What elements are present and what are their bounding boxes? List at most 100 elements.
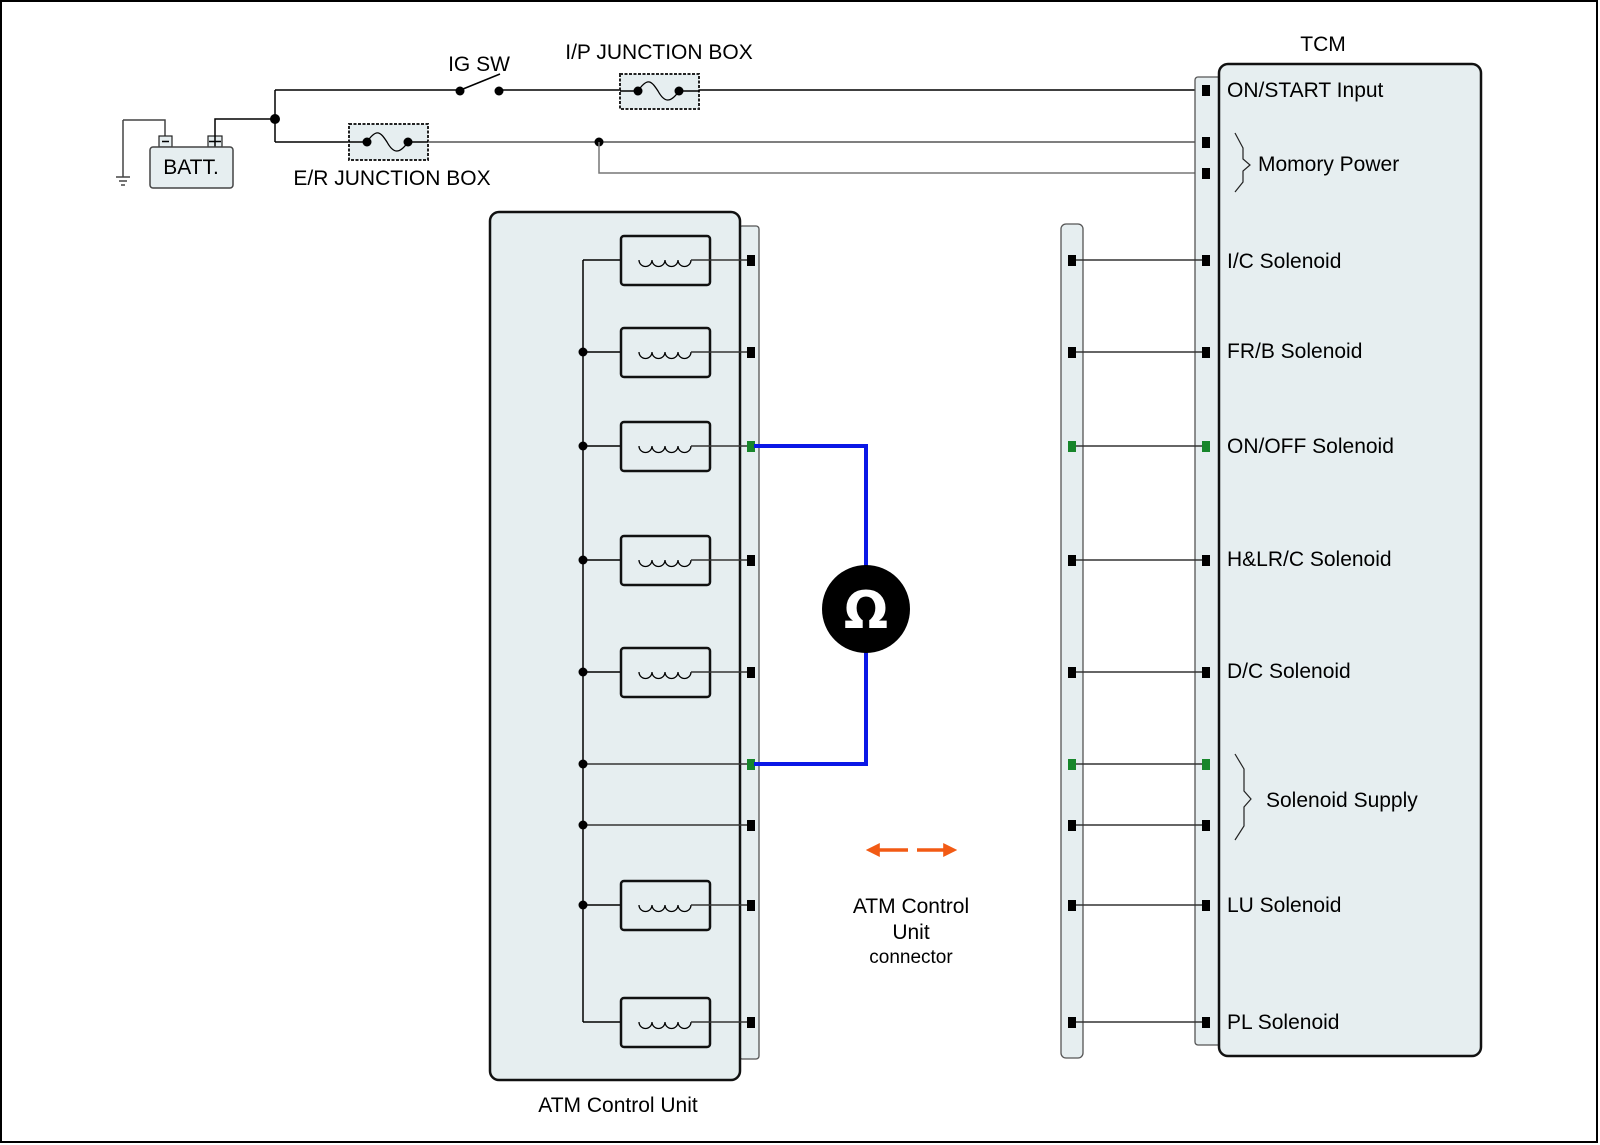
tcm-harness-row bbox=[1068, 667, 1210, 678]
tcm-harness-row bbox=[1068, 555, 1210, 566]
atm-row bbox=[583, 234, 755, 287]
battery-label: BATT. bbox=[163, 156, 219, 179]
coil-icon bbox=[638, 671, 692, 680]
ip-junction-box-label: I/P JUNCTION BOX bbox=[565, 41, 752, 64]
battery-positive-wire bbox=[214, 118, 275, 136]
tcm-harness-row bbox=[1068, 759, 1210, 770]
harness-pin bbox=[1068, 555, 1076, 566]
tcm-pin bbox=[1202, 347, 1210, 358]
coil-icon bbox=[638, 904, 692, 913]
junction-dot bbox=[578, 347, 588, 357]
tcm-pin-label-hlrc-solenoid: H&LR/C Solenoid bbox=[1227, 548, 1392, 571]
connector-pin bbox=[747, 900, 755, 911]
coil-icon bbox=[638, 259, 692, 268]
ignition-switch bbox=[455, 73, 504, 96]
tcm-pin bbox=[1202, 759, 1210, 770]
memory-power-wire-2 bbox=[598, 142, 1206, 174]
tcm-pin bbox=[1202, 667, 1210, 678]
tcm-pin bbox=[1202, 900, 1210, 911]
meter-lead-negative bbox=[754, 652, 868, 766]
tcm-harness-row bbox=[1068, 820, 1210, 831]
connector-pin bbox=[747, 1017, 755, 1028]
tcm-pin bbox=[1202, 255, 1210, 266]
ig-switch-label: IG SW bbox=[448, 53, 510, 76]
tcm-pin bbox=[1202, 820, 1210, 831]
connector-pin bbox=[747, 441, 755, 452]
tcm-harness-row bbox=[1068, 1017, 1210, 1028]
atm-row bbox=[578, 326, 755, 379]
harness-pin bbox=[1068, 900, 1076, 911]
memory-power-brace bbox=[1234, 132, 1251, 193]
tcm-pin-label-solenoid-supply: Solenoid Supply bbox=[1266, 789, 1418, 812]
connector-label-line1: ATM Control bbox=[853, 895, 969, 918]
coil-icon bbox=[638, 1021, 692, 1030]
tcm-pin bbox=[1202, 1017, 1210, 1028]
harness-pin bbox=[1068, 347, 1076, 358]
connector-pin bbox=[747, 555, 755, 566]
tcm-pin bbox=[1202, 85, 1210, 96]
tcm-pin bbox=[1202, 168, 1210, 179]
junction-dot bbox=[578, 667, 588, 677]
coil-icon bbox=[638, 559, 692, 568]
junction-dot bbox=[578, 900, 588, 910]
tcm-harness-row bbox=[1068, 441, 1210, 452]
ground-symbol-icon bbox=[116, 120, 130, 186]
atm-row bbox=[578, 534, 755, 587]
tcm-harness-row bbox=[1068, 255, 1210, 266]
tcm-pin-label-on-start: ON/START Input bbox=[1227, 79, 1384, 102]
meter-lead-positive bbox=[754, 444, 868, 574]
connector-pin bbox=[747, 667, 755, 678]
battery: BATT. bbox=[149, 135, 234, 189]
harness-pin bbox=[1068, 1017, 1076, 1028]
tcm-pin-label-pl-solenoid: PL Solenoid bbox=[1227, 1011, 1339, 1034]
connector-pin bbox=[747, 255, 755, 266]
harness-pin bbox=[1068, 441, 1076, 452]
ohm-symbol: Ω bbox=[844, 581, 888, 641]
connector-pin bbox=[747, 820, 755, 831]
junction-dot bbox=[578, 441, 588, 451]
harness-pin bbox=[1068, 759, 1076, 770]
coil-icon bbox=[638, 445, 692, 454]
tcm-pin-label-ic-solenoid: I/C Solenoid bbox=[1227, 250, 1341, 273]
er-junction-box-fuse bbox=[348, 123, 429, 161]
connector-label-line3: connector bbox=[869, 947, 953, 968]
connector-pin bbox=[747, 347, 755, 358]
solenoid-supply-brace bbox=[1234, 753, 1252, 841]
tcm-title: TCM bbox=[1300, 33, 1346, 56]
ohmmeter-icon bbox=[822, 565, 910, 653]
junction-dot bbox=[578, 820, 588, 830]
harness-pin bbox=[1068, 667, 1076, 678]
tcm-pin-label-memory-power: Momory Power bbox=[1258, 153, 1399, 176]
er-junction-box-label: E/R JUNCTION BOX bbox=[293, 167, 490, 190]
tcm-pin bbox=[1202, 441, 1210, 452]
ohmmeter: Ω bbox=[822, 565, 910, 653]
atm-row bbox=[578, 879, 755, 932]
ip-junction-box-fuse bbox=[619, 73, 700, 110]
junction-dot bbox=[578, 555, 588, 565]
tcm-pin bbox=[1202, 137, 1210, 148]
coil-icon bbox=[638, 351, 692, 360]
tcm-pin-label-on-off-solenoid: ON/OFF Solenoid bbox=[1227, 435, 1394, 458]
harness-connector-strip bbox=[1060, 223, 1084, 1059]
tcm-pin-label-dc-solenoid: D/C Solenoid bbox=[1227, 660, 1351, 683]
harness-pin bbox=[1068, 820, 1076, 831]
tcm-harness-row bbox=[1068, 900, 1210, 911]
tcm-pin-label-lu-solenoid: LU Solenoid bbox=[1227, 894, 1341, 917]
connector-label-line2: Unit bbox=[892, 921, 930, 944]
atm-control-unit-label: ATM Control Unit bbox=[538, 1094, 698, 1117]
atm-row bbox=[578, 759, 755, 770]
atm-row bbox=[583, 996, 755, 1049]
junction-dot bbox=[578, 759, 588, 769]
harness-pin bbox=[1068, 255, 1076, 266]
tcm-harness-row bbox=[1068, 347, 1210, 358]
atm-row bbox=[578, 420, 755, 473]
atm-row bbox=[578, 646, 755, 699]
tcm-pin-label-frb-solenoid: FR/B Solenoid bbox=[1227, 340, 1362, 363]
tcm-pin bbox=[1202, 555, 1210, 566]
tcm-module bbox=[1217, 62, 1483, 1058]
atm-row bbox=[578, 820, 755, 831]
ground-wire bbox=[123, 119, 166, 136]
connector-pin bbox=[747, 759, 755, 770]
